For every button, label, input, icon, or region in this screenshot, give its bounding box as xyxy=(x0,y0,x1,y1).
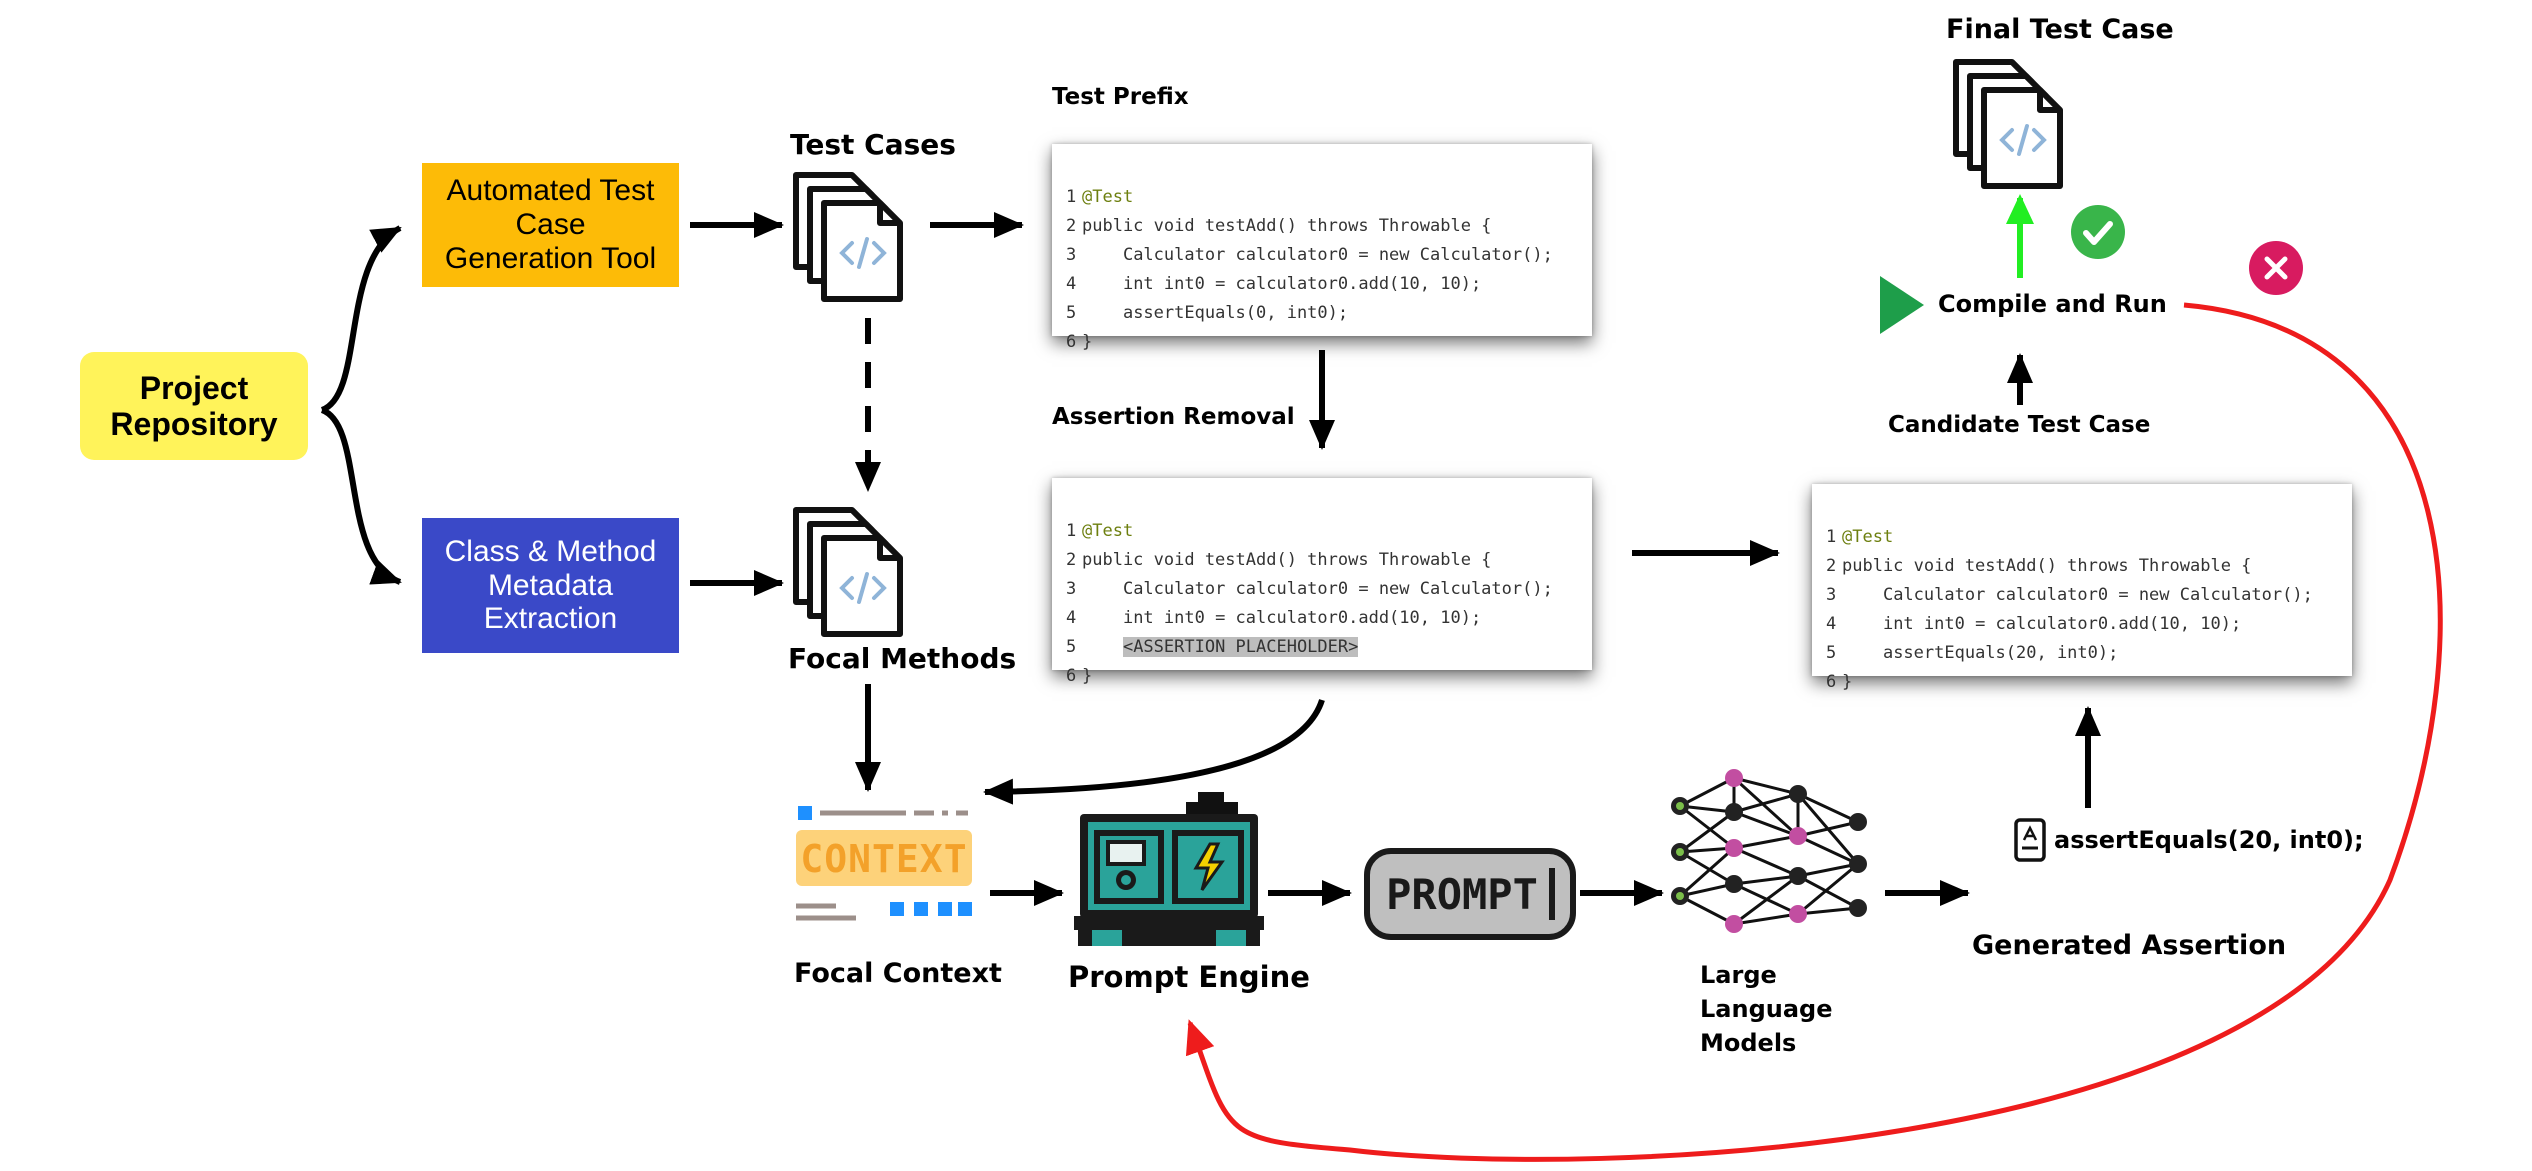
close-icon xyxy=(2249,241,2303,295)
engine-icon xyxy=(1074,792,1264,946)
assertion-removal-label: Assertion Removal xyxy=(1052,404,1295,430)
generated-assertion-code: assertEquals(20, int0); xyxy=(2054,826,2364,854)
assertion-placeholder: <ASSERTION PLACEHOLDER> xyxy=(1122,637,1359,657)
test-generation-tool-box[interactable]: Automated Test Case Generation Tool xyxy=(422,163,679,287)
arrow-repo-to-tool xyxy=(320,225,402,413)
code-line: 6} xyxy=(1066,332,1093,352)
code-line: 4 int int0 = calculator0.add(10, 10); xyxy=(1826,614,2242,634)
code-line: 3 Calculator calculator0 = new Calculato… xyxy=(1066,579,1553,599)
llm-label: Large Language Models xyxy=(1700,961,1833,1057)
candidate-test-case-label: Candidate Test Case xyxy=(1888,412,2151,438)
test-prefix-label: Test Prefix xyxy=(1052,84,1189,110)
prompt-engine-label: Prompt Engine xyxy=(1068,960,1310,994)
metadata-extraction-label: Class & Method Metadata Extraction xyxy=(444,534,657,636)
context-word: CONTEXT xyxy=(800,837,968,881)
project-repository-box[interactable]: Project Repository xyxy=(80,352,308,460)
prompt-word: PROMPT xyxy=(1386,869,1538,919)
code-line: 1@Test xyxy=(1066,187,1134,207)
project-repository-label: Project Repository xyxy=(110,369,278,442)
code-line: 3 Calculator calculator0 = new Calculato… xyxy=(1826,585,2313,605)
neural-network-icon xyxy=(1671,769,1867,933)
test-cases-icon xyxy=(793,172,903,302)
focal-context-label: Focal Context xyxy=(794,958,1002,989)
check-icon xyxy=(2071,205,2125,259)
compile-and-run-label: Compile and Run xyxy=(1938,290,2167,318)
code-line: 5 assertEquals(20, int0); xyxy=(1826,643,2119,663)
prompt-icon: PROMPT xyxy=(1364,848,1576,940)
play-icon[interactable] xyxy=(1878,274,1926,336)
code-line: 3 Calculator calculator0 = new Calculato… xyxy=(1066,245,1553,265)
metadata-extraction-box[interactable]: Class & Method Metadata Extraction xyxy=(422,518,679,653)
focal-methods-icon xyxy=(793,507,903,637)
arrow-repo-to-extraction xyxy=(320,407,402,585)
code-line: 1@Test xyxy=(1066,521,1134,541)
focal-methods-label: Focal Methods xyxy=(788,642,1017,675)
code-line: 6} xyxy=(1066,666,1093,686)
test-generation-tool-label: Automated Test Case Generation Tool xyxy=(444,174,657,275)
code-line: 5 <ASSERTION PLACEHOLDER> xyxy=(1066,637,1359,657)
context-icon: CONTEXT xyxy=(796,800,972,928)
arrow-fail-loop xyxy=(1185,302,2443,1162)
final-test-case-label: Final Test Case xyxy=(1946,14,2174,45)
test-cases-label: Test Cases xyxy=(790,128,956,161)
code-line: 1@Test xyxy=(1826,527,1894,547)
code-line: 5 assertEquals(0, int0); xyxy=(1066,303,1349,323)
code-line: 4 int int0 = calculator0.add(10, 10); xyxy=(1066,274,1482,294)
final-test-case-icon xyxy=(1953,59,2063,189)
generated-assertion-label: Generated Assertion xyxy=(1972,930,2287,961)
document-icon xyxy=(2014,818,2046,862)
code-line: 4 int int0 = calculator0.add(10, 10); xyxy=(1066,608,1482,628)
code-line: 6} xyxy=(1826,672,1853,692)
arrow-removal-to-context xyxy=(983,699,1325,805)
